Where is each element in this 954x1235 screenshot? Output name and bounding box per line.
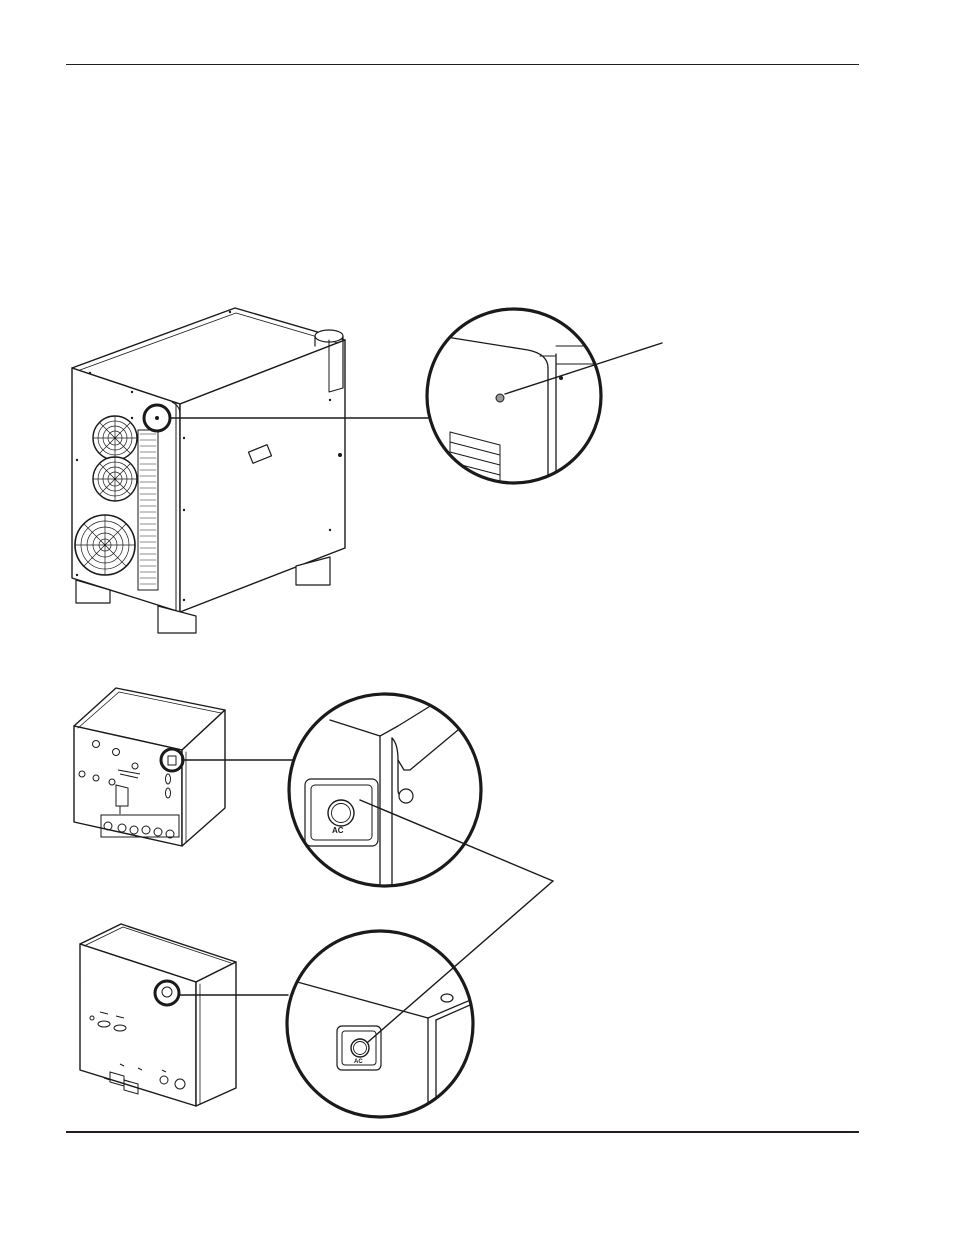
zoom-detail-2: AC (287, 692, 483, 888)
console-unit-1 (73, 687, 294, 847)
console-unit-2 (79, 923, 289, 1107)
footer-rule (66, 1131, 859, 1133)
power-supply-unit (71, 307, 429, 634)
zoom-detail-3: AC (285, 929, 475, 1119)
ac-label: AC (332, 826, 344, 835)
fan-icon (92, 415, 138, 461)
header-rule (66, 64, 859, 65)
screw-dots (75, 310, 342, 602)
callout-leaders (359, 799, 554, 1043)
zoom-detail-1 (425, 307, 663, 485)
fan-icon (74, 514, 136, 576)
ac-label: AC (354, 1059, 363, 1065)
fan-icon (92, 456, 138, 502)
vent-grille (137, 429, 159, 591)
